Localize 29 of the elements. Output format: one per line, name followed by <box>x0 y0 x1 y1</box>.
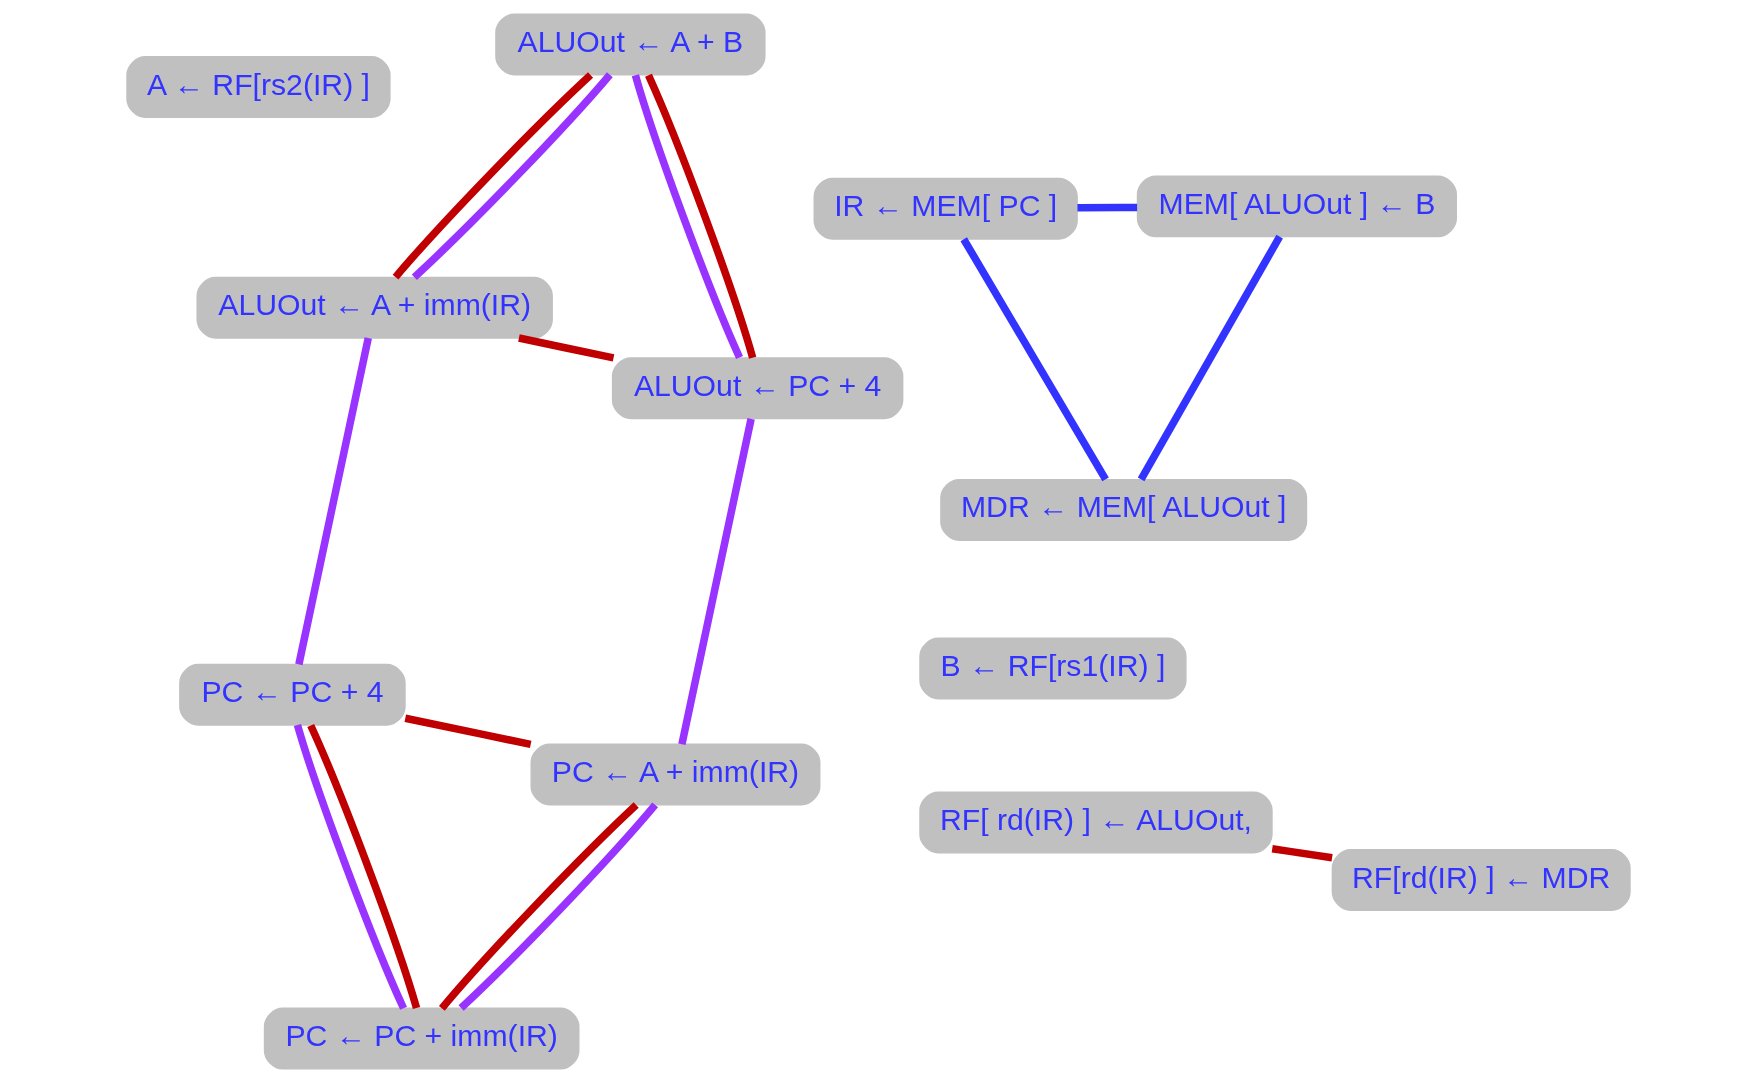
node-box: MEM[ ALUOut ] ← B <box>1136 175 1457 238</box>
node-box: ALUOut ← A + imm(IR) <box>196 276 553 339</box>
connector <box>293 723 407 1010</box>
connector <box>1077 203 1138 212</box>
connector <box>645 73 757 359</box>
connector <box>631 74 743 359</box>
node-box: B ← RF[rs1(IR) ] <box>919 637 1187 700</box>
node-box: RF[ rd(IR) ] ← ALUOut, <box>919 791 1273 854</box>
node-box: PC ← A + imm(IR) <box>530 743 821 806</box>
node-box: ALUOut ← PC + 4 <box>611 357 904 420</box>
node-box: IR ← MEM[ PC ] <box>813 177 1078 240</box>
node-box: PC ← PC + 4 <box>179 663 406 726</box>
node-box: ALUOut ← A + B <box>495 13 766 76</box>
connector <box>678 418 755 745</box>
connector <box>295 337 372 666</box>
node-box: MDR ← MEM[ ALUOut ] <box>940 478 1308 541</box>
connector <box>392 72 594 280</box>
connector <box>960 237 1109 482</box>
connector <box>404 714 532 749</box>
connector <box>439 802 639 1011</box>
connector <box>458 802 659 1011</box>
connector <box>307 723 421 1010</box>
connector <box>1137 234 1283 482</box>
connector <box>1271 845 1333 862</box>
node-box: PC ← PC + imm(IR) <box>263 1007 580 1070</box>
connector <box>411 72 613 281</box>
node-box: RF[rd(IR) ] ← MDR <box>1331 849 1631 911</box>
connector <box>518 334 615 362</box>
node-box: A ← RF[rs2(IR) ] <box>126 56 391 118</box>
